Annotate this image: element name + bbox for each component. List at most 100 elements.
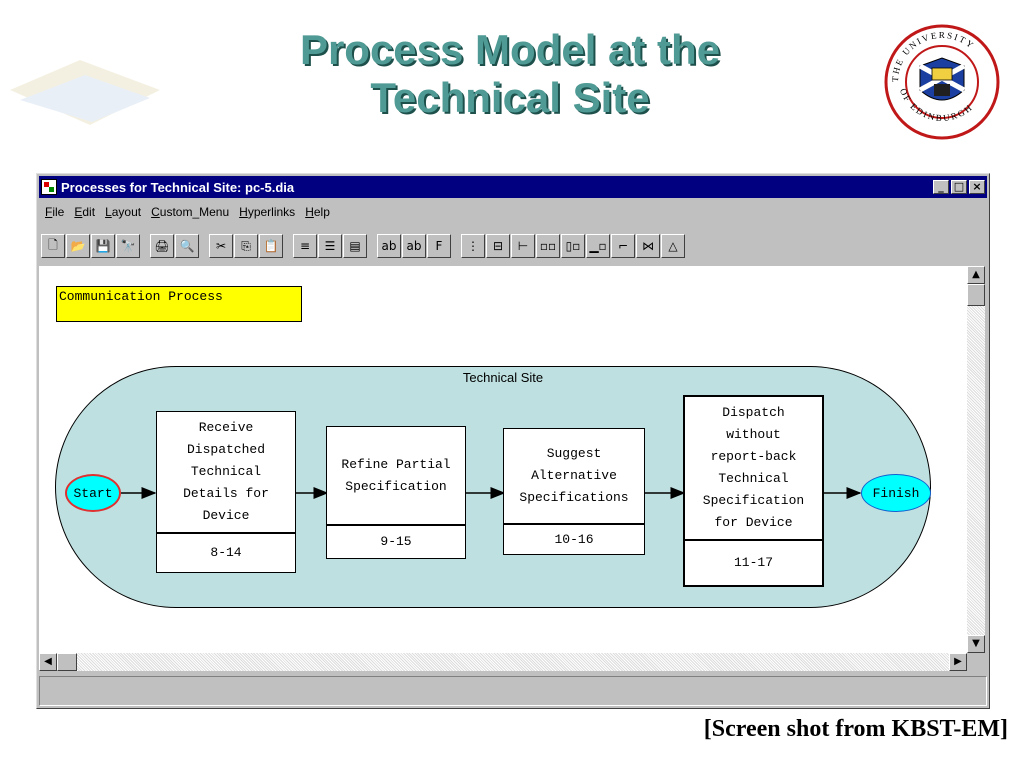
find-icon: 🔭	[120, 239, 136, 253]
process-name-line: Alternative	[531, 468, 617, 483]
flow-arrows	[121, 487, 862, 499]
slide-title-line-1: Process Model at the	[299, 26, 721, 73]
process-name-line: Dispatch	[722, 405, 785, 420]
font-icon: F	[435, 239, 443, 253]
process-name-line: Device	[202, 508, 250, 523]
process-name-line: Dispatched	[186, 442, 265, 457]
layout-row-alt-icon: ▯▫	[565, 239, 581, 253]
print-preview-icon: 🔍	[179, 239, 195, 253]
process-note[interactable]: Communication Process	[56, 286, 302, 322]
layout-row-button[interactable]: ▫▫	[536, 234, 560, 258]
app-window: Processes for Technical Site: pc-5.dia _…	[36, 173, 990, 709]
process-code: 9-15	[380, 534, 412, 549]
layout-row-alt-button[interactable]: ▯▫	[561, 234, 585, 258]
process-code: 8-14	[210, 545, 242, 560]
finish-node[interactable]: Finish	[861, 474, 931, 512]
print-button[interactable]: 🖨	[150, 234, 174, 258]
layout-split-button[interactable]: ⊟	[486, 234, 510, 258]
layout-row-icon: ▫▫	[539, 239, 557, 253]
process-box-dispatch[interactable]: Dispatch without report-back Technical S…	[683, 395, 824, 587]
process-name-line: Suggest	[546, 446, 602, 461]
align-center-button[interactable]: ☰	[318, 234, 342, 258]
scroll-down-button[interactable]: ▼	[967, 635, 985, 653]
align-center-icon: ☰	[324, 239, 336, 253]
vertical-scroll-thumb[interactable]	[967, 284, 985, 306]
new-button[interactable]: 🗋	[41, 234, 65, 258]
align-right-button[interactable]: ▤	[343, 234, 367, 258]
layout-vertical-icon: ⋮	[467, 239, 479, 253]
horizontal-scrollbar[interactable]: ◀ ▶	[39, 653, 967, 671]
close-button[interactable]: ×	[969, 180, 985, 194]
process-box-refine[interactable]: Refine Partial Specification 9-15	[326, 426, 466, 559]
menu-hyperlinks[interactable]: Hyperlinks	[239, 205, 296, 219]
minimize-button[interactable]: _	[933, 180, 949, 194]
scroll-left-button[interactable]: ◀	[39, 653, 57, 671]
process-box-suggest[interactable]: Suggest Alternative Specifications 10-16	[503, 428, 645, 555]
title-bar[interactable]: Processes for Technical Site: pc-5.dia _…	[39, 176, 987, 198]
print-preview-button[interactable]: 🔍	[175, 234, 199, 258]
status-bar	[39, 676, 987, 706]
layout-tree-icon: ⊢	[517, 239, 529, 253]
paste-button[interactable]: 📋	[259, 234, 283, 258]
label-button[interactable]: ab	[402, 234, 426, 258]
layout-vertical-button[interactable]: ⋮	[461, 234, 485, 258]
align-left-button[interactable]: ≡	[293, 234, 317, 258]
book-watermark-icon	[10, 60, 160, 125]
slide-title: Process Model at the Technical Site	[180, 26, 840, 122]
menu-file[interactable]: File	[45, 205, 65, 219]
vertical-scrollbar[interactable]: ▲ ▼	[967, 266, 985, 653]
scroll-right-button[interactable]: ▶	[949, 653, 967, 671]
process-name: Suggest Alternative Specifications	[504, 429, 644, 525]
process-code: 11-17	[733, 555, 773, 570]
toolbar-group: ✂ ⎘ 📋	[209, 234, 284, 258]
copy-icon: ⎘	[241, 238, 251, 253]
align-left-icon: ≡	[299, 239, 311, 253]
layout-split-icon: ⊟	[492, 239, 504, 253]
menu-custom[interactable]: Custom_Menu	[151, 205, 230, 219]
font-button[interactable]: F	[427, 234, 451, 258]
menu-layout[interactable]: Layout	[105, 205, 142, 219]
process-name-line: Technical	[190, 464, 262, 479]
layout-bottom-button[interactable]: ▁▫	[586, 234, 610, 258]
save-icon: 💾	[95, 239, 111, 253]
text-box-button[interactable]: ab	[377, 234, 401, 258]
menu-help[interactable]: Help	[305, 205, 330, 219]
layout-bottom-icon: ▁▫	[589, 239, 607, 253]
print-icon: 🖨	[154, 239, 170, 253]
window-title: Processes for Technical Site: pc-5.dia	[61, 179, 295, 195]
paste-icon: 📋	[263, 239, 279, 253]
cut-button[interactable]: ✂	[209, 234, 233, 258]
hierarchy-icon: ⋈	[642, 239, 654, 253]
open-icon: 📂	[70, 239, 86, 253]
copy-button[interactable]: ⎘	[234, 234, 258, 258]
slide-title-line-2: Technical Site	[370, 74, 650, 121]
label-icon: ab	[406, 239, 422, 253]
screenshot-caption: [Screen shot from KBST-EM]	[703, 716, 1008, 742]
menu-edit[interactable]: Edit	[74, 205, 96, 219]
open-button[interactable]: 📂	[66, 234, 90, 258]
process-box-receive[interactable]: Receive Dispatched Technical Details for…	[156, 411, 296, 573]
process-name-line: Specifications	[519, 490, 629, 505]
process-name-line: Specification	[702, 493, 805, 508]
process-name-line: Details for	[183, 486, 269, 501]
diagram-canvas[interactable]: Communication Process Technical Site Sta…	[39, 266, 967, 653]
app-icon[interactable]	[41, 179, 57, 195]
save-button[interactable]: 💾	[91, 234, 115, 258]
connector-button[interactable]: ⌐	[611, 234, 635, 258]
find-button[interactable]: 🔭	[116, 234, 140, 258]
hierarchy-button[interactable]: ⋈	[636, 234, 660, 258]
network-button[interactable]: △	[661, 234, 685, 258]
horizontal-scroll-thumb[interactable]	[57, 653, 77, 671]
process-name-line: Specification	[345, 478, 447, 494]
layout-tree-button[interactable]: ⊢	[511, 234, 535, 258]
process-code: 10-16	[554, 531, 594, 547]
menu-bar: File Edit Layout Custom_Menu Hyperlinks …	[41, 202, 336, 222]
maximize-button[interactable]: □	[951, 180, 967, 194]
align-right-icon: ▤	[349, 239, 361, 253]
process-name-line: Receive	[198, 420, 254, 435]
toolbar-group: 🗋 📂 💾 🔭	[41, 234, 141, 258]
scroll-up-button[interactable]: ▲	[967, 266, 985, 284]
start-node[interactable]: Start	[65, 474, 121, 512]
